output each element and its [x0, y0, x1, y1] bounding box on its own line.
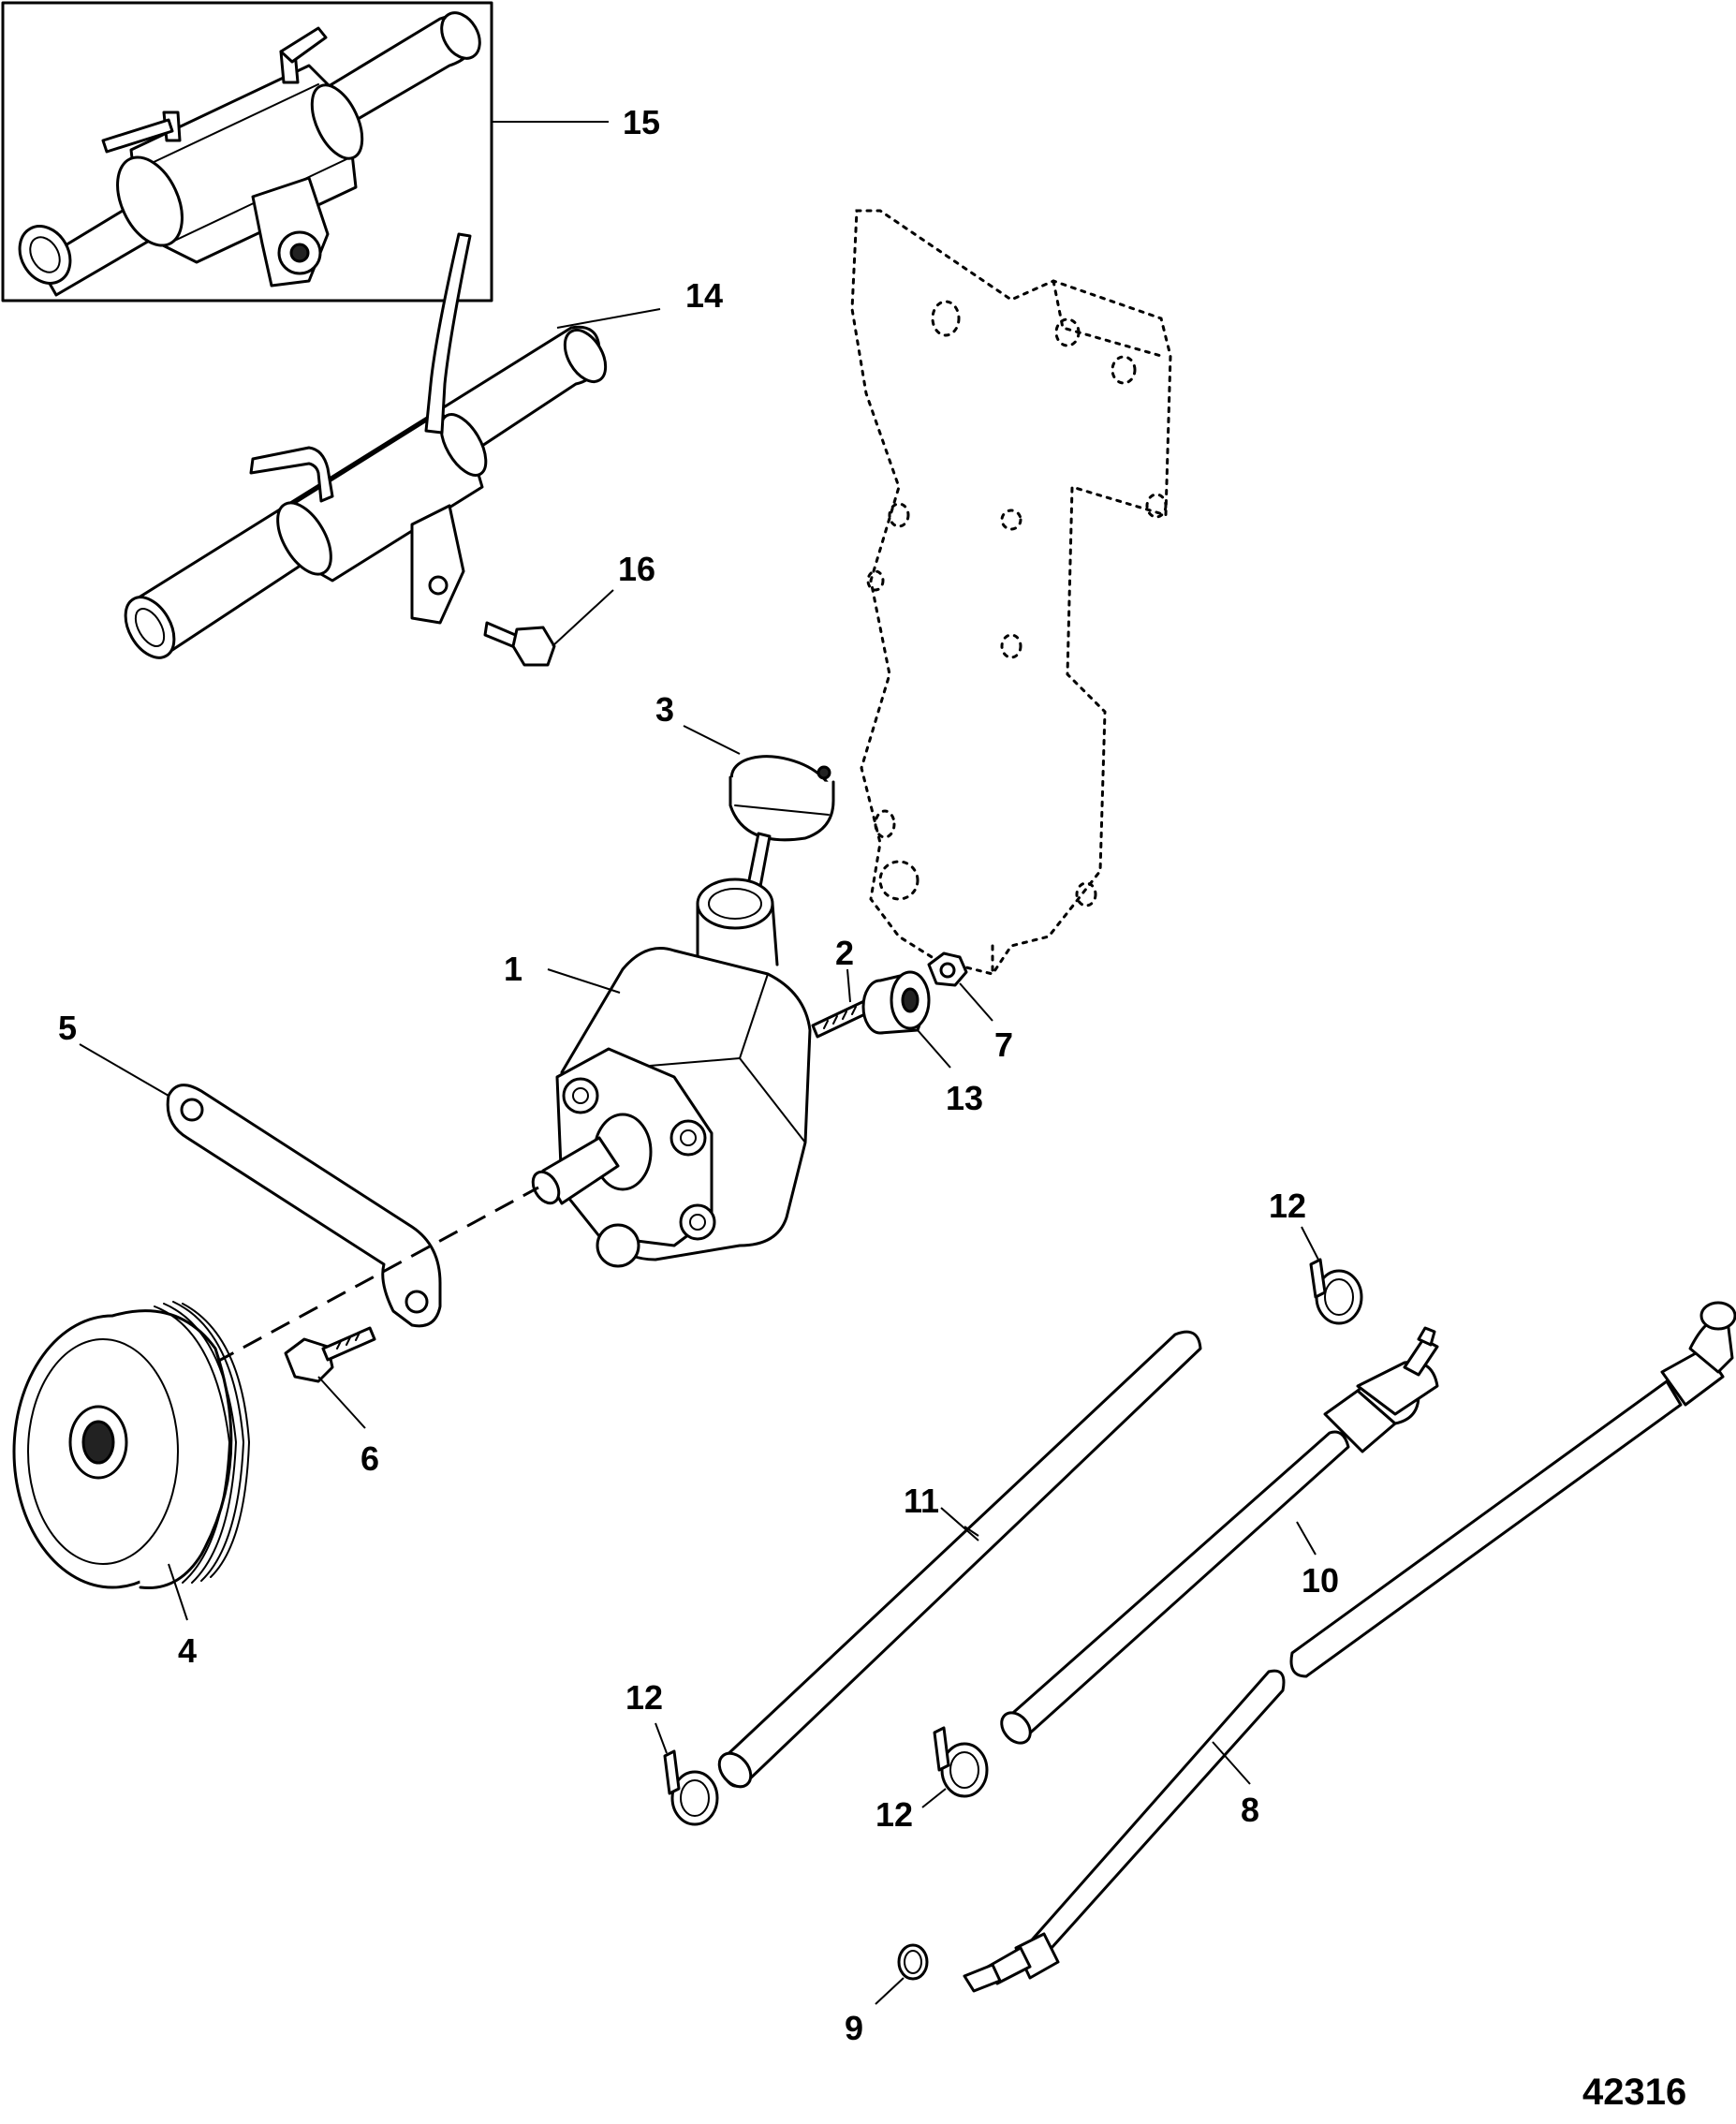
callout-5: 5: [58, 1009, 77, 1047]
part-6-bolt: 6: [284, 1326, 379, 1478]
callout-1: 1: [504, 950, 522, 988]
part-12-hose-clamp-left: 12: [625, 1678, 719, 1826]
figure-reference-number: 42316: [1582, 2072, 1687, 2113]
callout-2: 2: [835, 934, 854, 972]
part-8-cooler-hose: 8: [963, 1301, 1736, 1993]
part-7-nut: 7: [927, 951, 1013, 1064]
callout-13: 13: [946, 1079, 983, 1117]
callout-4: 4: [178, 1631, 197, 1670]
callout-12-middle: 12: [875, 1795, 913, 1834]
callout-9: 9: [845, 2009, 863, 2047]
part-11-return-hose: 11: [717, 1330, 1202, 1789]
part-15-inset-cooler: 15: [1, 1, 660, 302]
callout-12-upper: 12: [1269, 1187, 1306, 1225]
callout-12-left: 12: [625, 1678, 663, 1717]
callout-15: 15: [623, 103, 660, 141]
callout-11: 11: [904, 1482, 939, 1520]
part-9-o-ring: 9: [845, 1943, 929, 2047]
callout-10: 10: [1302, 1561, 1339, 1600]
part-14-cooler: 14: [124, 232, 723, 659]
callout-14: 14: [685, 276, 723, 315]
part-1-power-steering-pump: 1: [504, 878, 812, 1268]
assembly-line: [214, 1186, 539, 1364]
part-5-adjusting-bracket: 5: [58, 1009, 442, 1328]
part-12-hose-clamp-upper: 12: [1269, 1187, 1363, 1325]
callout-8: 8: [1241, 1791, 1259, 1829]
part-3-reservoir-cap: 3: [655, 690, 835, 908]
part-2-stud: 2: [811, 934, 873, 1039]
callout-6: 6: [360, 1439, 379, 1478]
part-10-pressure-hose: 10: [1000, 1326, 1439, 1745]
callout-16: 16: [618, 550, 655, 588]
part-12-hose-clamp-middle: 12: [875, 1726, 989, 1834]
mounting-bracket-reference: [850, 209, 1172, 976]
part-16-bolt: 16: [483, 550, 655, 667]
callout-7: 7: [994, 1025, 1013, 1064]
part-13-spacer: 13: [861, 970, 983, 1117]
callout-3: 3: [655, 690, 674, 729]
part-4-pulley: 4: [12, 1301, 250, 1670]
